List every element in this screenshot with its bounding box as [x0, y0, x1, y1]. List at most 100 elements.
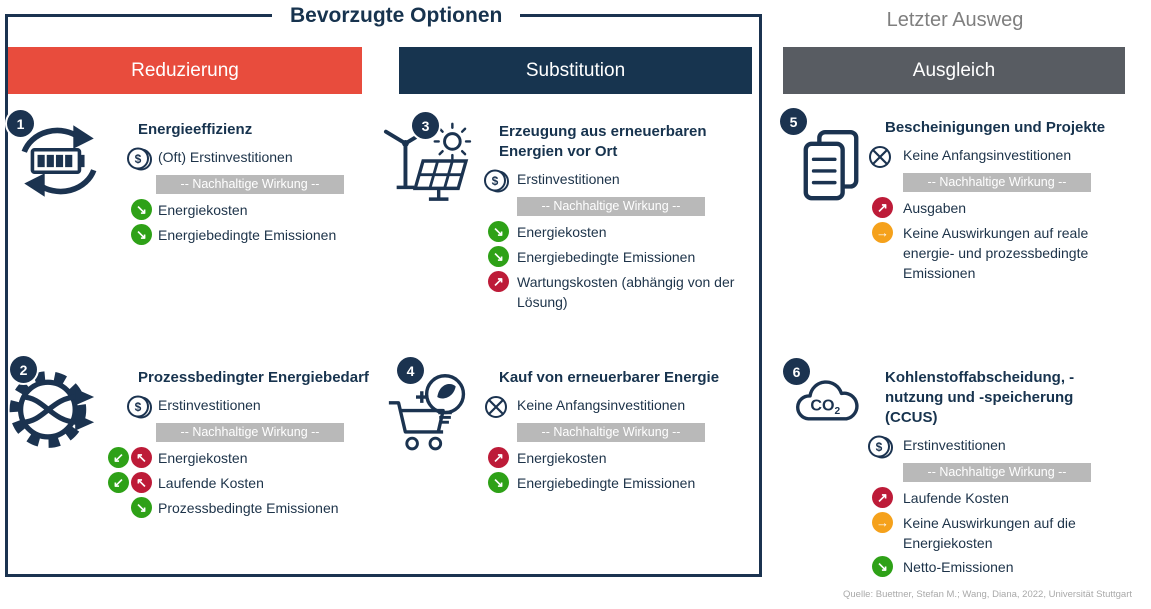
option-title: Bescheinigungen und Projekte — [885, 119, 1106, 136]
svg-text:$: $ — [135, 400, 142, 414]
impact-label: Energiebedingte Emissionen — [517, 475, 696, 491]
arrow-down-green-icon: ↙ — [108, 447, 129, 468]
investment-label: Erstinvestitionen — [158, 397, 261, 413]
impact-label: Wartungskosten (abhängig von der Lösung) — [517, 274, 735, 310]
co2-cloud-icon: CO2 — [796, 380, 859, 421]
arrow-up-red-icon: ↖ — [131, 447, 152, 468]
impact-label: Ausgaben — [903, 200, 967, 216]
number-badge: 4 — [397, 357, 424, 384]
arrow-right-orange-icon: → — [872, 512, 893, 533]
impact-label: Keine Auswirkungen auf reale energie- un… — [903, 225, 1089, 281]
arrow-down-green-icon: ↘ — [488, 221, 509, 242]
arrow-down-green-icon: ↘ — [488, 246, 509, 267]
option-title: Energieeffizienz — [138, 121, 253, 138]
sustainability-bar: -- Nachhaltige Wirkung -- — [903, 173, 1091, 192]
impact-row: ↘ Energiebedingte Emissionen — [108, 224, 368, 246]
gear-arrows-icon — [9, 371, 95, 448]
investment-row: Keine Anfangsinvestitionen — [867, 144, 1112, 170]
option-content: Bescheinigungen und Projekte Keine Anfan… — [867, 118, 1112, 286]
impact-label: Energiekosten — [517, 450, 607, 466]
impact-label: Energiekosten — [517, 224, 607, 240]
number-badge: 6 — [783, 358, 810, 385]
sustainability-bar: -- Nachhaltige Wirkung -- — [903, 463, 1091, 482]
preferred-options-title: Bevorzugte Optionen — [272, 2, 521, 30]
impact-label: Energiebedingte Emissionen — [158, 227, 337, 243]
sustainability-bar: -- Nachhaltige Wirkung -- — [156, 175, 344, 194]
investment-row: $ Erstinvestitionen — [867, 434, 1117, 460]
investment-label: Keine Anfangsinvestitionen — [903, 147, 1072, 163]
impact-row: ↗ Wartungskosten (abhängig von der Lösun… — [483, 271, 739, 312]
coin-crossed-icon — [485, 396, 507, 418]
impact-label: Netto-Emissionen — [903, 559, 1014, 575]
impact-label: Keine Auswirkungen auf die Energiekosten — [903, 515, 1076, 551]
investment-row: $ (Oft) Erstinvestitionen — [108, 146, 368, 172]
arrow-down-green-icon: ↘ — [131, 199, 152, 220]
cart-bulb-icon — [388, 374, 466, 451]
arrow-down-green-icon: ↘ — [131, 497, 152, 518]
arrow-down-green-icon: ↙ — [108, 472, 129, 493]
sustainability-bar: -- Nachhaltige Wirkung -- — [517, 197, 705, 216]
investment-row: Keine Anfangsinvestitionen — [483, 394, 739, 420]
investment-label: Keine Anfangsinvestitionen — [517, 397, 686, 413]
impact-row: ↙ ↖ Energiekosten — [108, 447, 388, 469]
arrow-down-green-icon: ↘ — [488, 472, 509, 493]
impact-row: ↗ Energiekosten — [483, 447, 739, 469]
impact-label: Prozessbedingte Emissionen — [158, 500, 339, 516]
impact-label: Energiekosten — [158, 202, 248, 218]
option-content: Kauf von erneuerbarer Energie Keine Anfa… — [483, 368, 739, 497]
option-title: Prozessbedingter Energiebedarf — [138, 369, 369, 386]
svg-text:$: $ — [876, 440, 883, 454]
svg-text:CO2: CO2 — [810, 396, 840, 416]
arrow-up-red-icon: ↗ — [488, 271, 509, 292]
option-content: Prozessbedingter Energiebedarf $ Erstinv… — [108, 368, 388, 522]
coin-icon: $ — [868, 435, 893, 459]
arrow-up-red-icon: ↗ — [872, 487, 893, 508]
impact-row: ↘ Energiekosten — [483, 221, 739, 243]
number-badge: 3 — [412, 112, 439, 139]
option-content: Erzeugung aus erneuerbaren Energien vor … — [483, 122, 739, 315]
impact-label: Laufende Kosten — [903, 490, 1009, 506]
number-badge: 1 — [7, 110, 34, 137]
coin-crossed-icon — [869, 146, 891, 168]
sustainability-bar: -- Nachhaltige Wirkung -- — [156, 423, 344, 442]
arrow-down-green-icon: ↘ — [131, 224, 152, 245]
arrow-down-green-icon: ↘ — [872, 556, 893, 577]
impact-row: ↘ Energiekosten — [108, 199, 368, 221]
impact-row: ↙ ↖ Laufende Kosten — [108, 472, 388, 494]
svg-text:$: $ — [135, 152, 142, 166]
impact-row: → Keine Auswirkungen auf die Energiekost… — [867, 512, 1117, 553]
option-title: Erzeugung aus erneuerbaren Energien vor … — [499, 123, 707, 160]
impact-row: ↗ Ausgaben — [867, 197, 1112, 219]
sustainability-bar: -- Nachhaltige Wirkung -- — [517, 423, 705, 442]
investment-row: $ Erstinvestitionen — [483, 168, 739, 194]
header-ausgleich: Ausgleich — [783, 47, 1125, 94]
impact-label: Energiekosten — [158, 450, 248, 466]
option-content: Kohlenstoffabscheidung, -nutzung und -sp… — [867, 368, 1117, 581]
header-reduzierung: Reduzierung — [8, 47, 362, 94]
arrow-right-orange-icon: → — [872, 222, 893, 243]
battery-recycle-icon — [21, 125, 97, 197]
arrow-up-red-icon: ↗ — [488, 447, 509, 468]
coin-icon: $ — [127, 147, 152, 171]
investment-row: $ Erstinvestitionen — [108, 394, 388, 420]
impact-row: ↘ Energiebedingte Emissionen — [483, 246, 739, 268]
number-badge: 2 — [10, 356, 37, 383]
coin-icon: $ — [484, 169, 509, 193]
impact-row: → Keine Auswirkungen auf reale energie- … — [867, 222, 1112, 283]
impact-row: ↘ Energiebedingte Emissionen — [483, 472, 739, 494]
impact-row: ↘ Netto-Emissionen — [867, 556, 1117, 578]
impact-row: ↗ Laufende Kosten — [867, 487, 1117, 509]
impact-label: Laufende Kosten — [158, 475, 264, 491]
impact-row: ↘ Prozessbedingte Emissionen — [108, 497, 388, 519]
investment-label: Erstinvestitionen — [517, 171, 620, 187]
header-substitution: Substitution — [399, 47, 752, 94]
option-title: Kohlenstoffabscheidung, -nutzung und -sp… — [885, 369, 1075, 426]
impact-label: Energiebedingte Emissionen — [517, 249, 696, 265]
investment-label: (Oft) Erstinvestitionen — [158, 149, 293, 165]
investment-label: Erstinvestitionen — [903, 437, 1006, 453]
option-title: Kauf von erneuerbarer Energie — [499, 369, 720, 386]
svg-text:$: $ — [492, 174, 499, 188]
last-resort-title: Letzter Ausweg — [886, 9, 1024, 31]
coin-icon: $ — [127, 395, 152, 419]
